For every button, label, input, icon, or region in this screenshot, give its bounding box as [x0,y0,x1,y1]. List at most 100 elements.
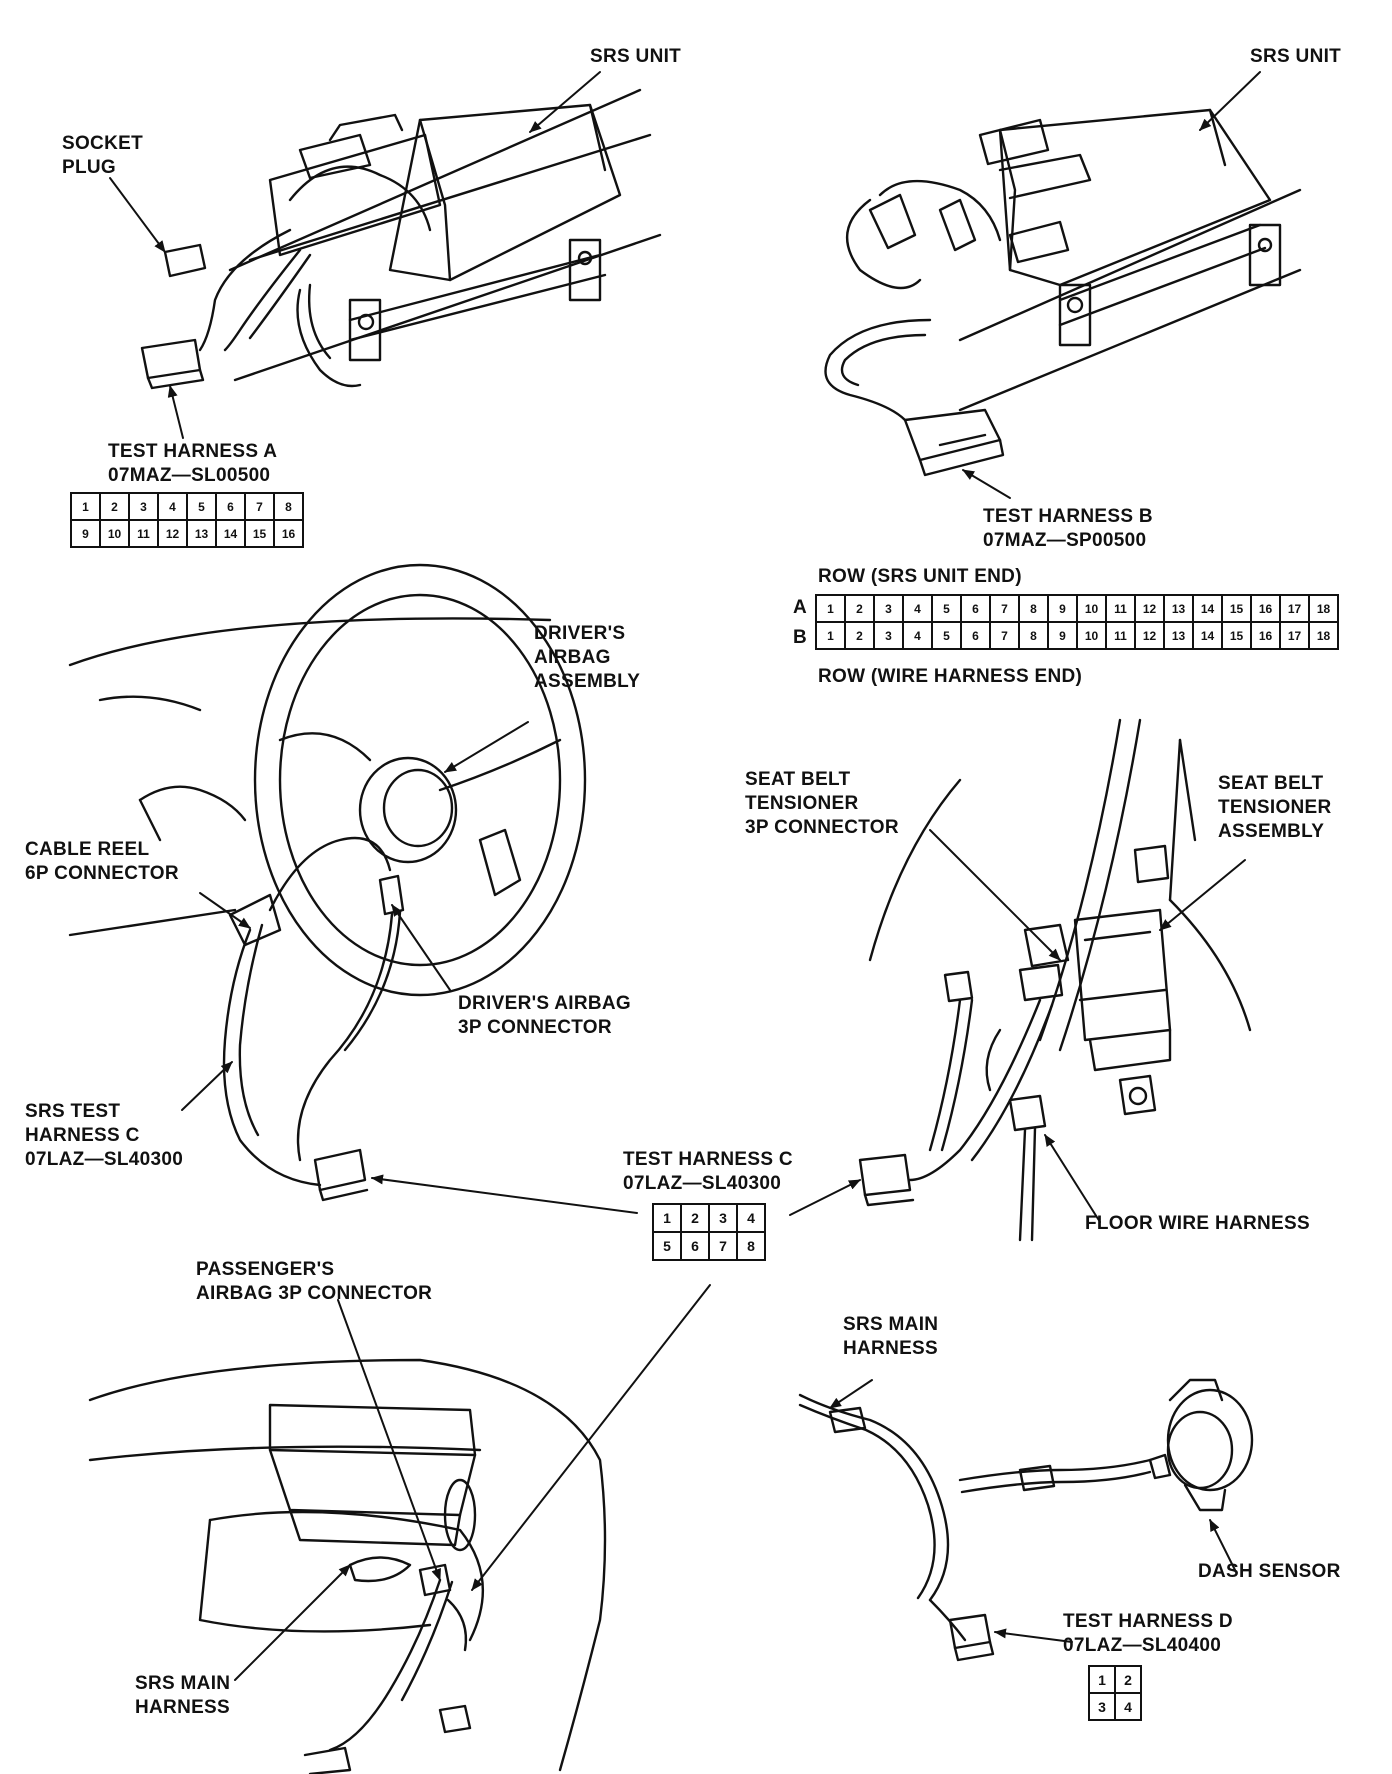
pin-row-letter-a: A [793,597,807,618]
label-test-harness-b-line2: 07MAZ—SP00500 [983,530,1147,551]
pin-cell: 4 [1114,1692,1142,1721]
label-drivers-airbag-connector: DRIVER'S AIRBAG 3P CONNECTOR [458,992,631,1040]
label-seat-belt-tensioner-assembly-line3: ASSEMBLY [1218,821,1325,842]
pin-cell: 15 [1221,621,1252,650]
pin-cell: 5 [652,1231,682,1261]
pin-cell: 4 [157,492,188,521]
label-test-harness-c: TEST HARNESS C 07LAZ—SL40300 [623,1148,793,1196]
label-cable-reel-connector-line1: CABLE REEL [25,839,150,860]
label-passengers-airbag-connector-line2: AIRBAG 3P CONNECTOR [196,1283,433,1304]
pin-cell: 9 [1047,594,1078,623]
label-seat-belt-tensioner-assembly-line1: SEAT BELT [1218,773,1324,794]
pin-cell: 8 [1018,621,1049,650]
pin-cell: 7 [989,621,1020,650]
pin-cell: 1 [70,492,101,521]
pin-cell: 4 [902,594,933,623]
pin-row: 1 2 3 4 [652,1203,766,1233]
label-srs-main-harness-left-line2: HARNESS [135,1697,231,1718]
pin-cell: 1 [1088,1665,1116,1694]
pin-cell: 10 [99,519,130,548]
label-cable-reel-connector-line2: 6P CONNECTOR [25,863,179,884]
dash-sensor-drawing [798,1378,1254,1662]
label-floor-wire-harness: FLOOR WIRE HARNESS [1085,1213,1310,1234]
pin-cell: 1 [815,621,846,650]
label-passengers-airbag-connector-line1: PASSENGER'S [196,1259,335,1280]
pin-cell: 16 [1250,621,1281,650]
label-seat-belt-tensioner-connector-line2: TENSIONER [745,793,859,814]
pin-cell: 12 [1134,621,1165,650]
label-srs-main-harness-left: SRS MAIN HARNESS [135,1672,230,1720]
pin-cell: 14 [1192,621,1223,650]
label-srs-test-harness-c-line1: SRS TEST [25,1101,121,1122]
label-test-harness-c-line1: TEST HARNESS C [623,1149,793,1170]
label-srs-test-harness-c: SRS TEST HARNESS C 07LAZ—SL40300 [25,1100,183,1172]
label-seat-belt-tensioner-assembly-line2: TENSIONER [1218,797,1332,818]
label-srs-test-harness-c-line2: HARNESS C [25,1125,140,1146]
pin-cell: 3 [873,594,904,623]
label-test-harness-b: TEST HARNESS B 07MAZ—SP00500 [983,505,1153,553]
pin-cell: 6 [960,594,991,623]
label-seat-belt-tensioner-connector: SEAT BELT TENSIONER 3P CONNECTOR [745,768,899,840]
srs-unit-left-drawing [140,88,662,390]
label-seat-belt-tensioner-connector-line1: SEAT BELT [745,769,851,790]
label-drivers-airbag-assembly-line3: ASSEMBLY [534,671,641,692]
pin-cell: 3 [1088,1692,1116,1721]
pin-cell: 13 [186,519,217,548]
seat-belt-tensioner-drawing [858,718,1252,1242]
pin-cell: 10 [1076,621,1107,650]
pin-cell: 18 [1308,621,1339,650]
label-srs-unit-left: SRS UNIT [590,46,682,67]
label-dash-sensor: DASH SENSOR [1198,1561,1341,1582]
pin-cell: 14 [215,519,246,548]
pin-cell: 10 [1076,594,1107,623]
label-test-harness-d: TEST HARNESS D 07LAZ—SL40400 [1063,1610,1233,1658]
steering-wheel-drawing [68,563,587,1202]
pin-row: 5 6 7 8 [652,1231,766,1261]
srs-unit-right-drawing [824,108,1302,477]
label-srs-main-harness-left-line1: SRS MAIN [135,1673,231,1694]
pin-cell: 2 [844,594,875,623]
pin-cell: 13 [1163,594,1194,623]
label-socket-plug-line1: SOCKET [62,133,143,154]
pin-cell: 12 [1134,594,1165,623]
pin-cell: 15 [244,519,275,548]
pin-cell: 13 [1163,621,1194,650]
pin-cell: 11 [128,519,159,548]
pin-cell: 17 [1279,594,1310,623]
pin-cell: 6 [680,1231,710,1261]
pin-row-a: 1 2 3 4 5 6 7 8 9 10 11 12 13 14 15 16 1… [815,594,1339,623]
label-test-harness-a-line1: TEST HARNESS A [108,441,278,462]
pin-cell: 5 [186,492,217,521]
pin-cell: 2 [1114,1665,1142,1694]
pin-table-harness-a: 1 2 3 4 5 6 7 8 9 10 11 12 13 14 15 16 [70,492,304,548]
label-socket-plug: SOCKET PLUG [62,132,143,180]
pin-cell: 14 [1192,594,1223,623]
pin-cell: 5 [931,621,962,650]
pin-row: 9 10 11 12 13 14 15 16 [70,519,304,548]
label-drivers-airbag-connector-line2: 3P CONNECTOR [458,1017,612,1038]
label-test-harness-b-line1: TEST HARNESS B [983,506,1153,527]
label-drivers-airbag-connector-line1: DRIVER'S AIRBAG [458,993,631,1014]
pin-cell: 11 [1105,594,1136,623]
pin-cell: 6 [960,621,991,650]
label-seat-belt-tensioner-assembly: SEAT BELT TENSIONER ASSEMBLY [1218,772,1332,844]
pin-cell: 7 [989,594,1020,623]
pin-cell: 3 [873,621,904,650]
label-srs-unit-right: SRS UNIT [1250,46,1342,67]
label-drivers-airbag-assembly-line2: AIRBAG [534,647,611,668]
pin-cell: 15 [1221,594,1252,623]
pin-cell: 8 [1018,594,1049,623]
pin-row: 1 2 3 4 5 6 7 8 [70,492,304,521]
pin-row-letter-b: B [793,627,807,648]
pin-table-harness-b: 1 2 3 4 5 6 7 8 9 10 11 12 13 14 15 16 1… [815,594,1339,650]
pin-table-harness-c: 1 2 3 4 5 6 7 8 [652,1203,766,1261]
label-srs-main-harness-right-line1: SRS MAIN [843,1314,939,1335]
pin-row: 3 4 [1088,1692,1142,1721]
pin-cell: 2 [680,1203,710,1233]
label-srs-main-harness-right: SRS MAIN HARNESS [843,1313,938,1361]
pin-cell: 17 [1279,621,1310,650]
label-test-harness-c-line2: 07LAZ—SL40300 [623,1173,782,1194]
pin-cell: 6 [215,492,246,521]
